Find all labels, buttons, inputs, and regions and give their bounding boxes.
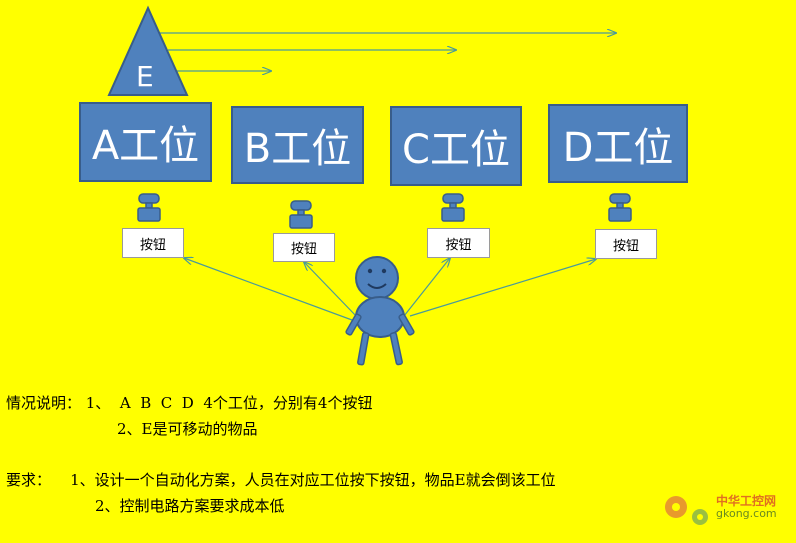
button-switch-icon xyxy=(289,200,313,229)
person-arrow-to-a-button xyxy=(184,258,353,321)
person-arrow-to-b-button xyxy=(304,262,359,319)
person-arrow-to-c-button xyxy=(403,258,450,317)
gear-icon xyxy=(665,496,708,525)
item-e-triangle xyxy=(107,5,189,96)
station-a: A工位 xyxy=(79,102,212,182)
watermark-url: gkong.com xyxy=(716,507,777,520)
button-switch-icon xyxy=(441,193,465,222)
situation-line-1: 情况说明： 1、 A B C D 4个工位，分别有4个按钮 xyxy=(6,394,373,412)
station-b: B工位 xyxy=(231,106,364,184)
item-e-label: E xyxy=(136,60,154,93)
person-icon xyxy=(345,256,415,366)
station-d: D工位 xyxy=(548,104,688,183)
button-label-d: 按钮 xyxy=(595,229,657,259)
person-arrow-to-d-button xyxy=(409,259,596,317)
button-switch-icon xyxy=(608,193,632,222)
watermark-brand: 中华工控网 xyxy=(716,494,777,508)
situation-line-2: 2、E是可移动的物品 xyxy=(117,420,258,438)
station-c: C工位 xyxy=(390,106,522,186)
button-label-c: 按钮 xyxy=(427,228,490,258)
requirement-line-1: 要求： 1、设计一个自动化方案，人员在对应工位按下按钮，物品E就会倒该工位 xyxy=(6,471,556,489)
button-label-a: 按钮 xyxy=(122,228,184,258)
button-switch-icon xyxy=(137,193,161,222)
button-label-b: 按钮 xyxy=(273,233,335,262)
requirement-line-2: 2、控制电路方案要求成本低 xyxy=(95,497,285,515)
